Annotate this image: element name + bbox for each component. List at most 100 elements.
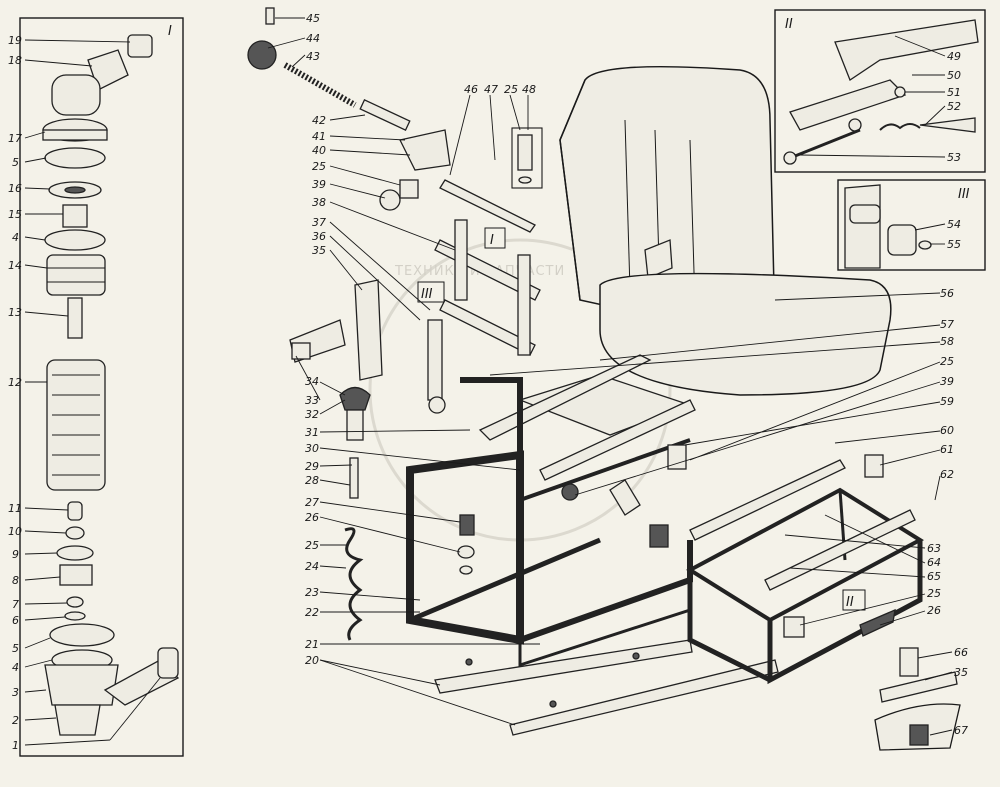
main-left-leaders bbox=[295, 355, 540, 726]
part-callout-25: 25 bbox=[940, 355, 954, 368]
inset-III-leaders bbox=[914, 223, 946, 245]
part-callout-49: 49 bbox=[947, 50, 961, 63]
inset-II-callouts: 49 50 51 52 53 bbox=[947, 50, 961, 164]
part-callout-36: 36 bbox=[312, 230, 326, 243]
roman-view-label: I bbox=[490, 233, 494, 248]
part-callout-33: 33 bbox=[305, 394, 319, 407]
part-callout-16: 16 bbox=[8, 182, 22, 195]
inset-II-frame: II bbox=[774, 9, 986, 173]
part-callout-40: 40 bbox=[312, 144, 326, 157]
part-callout-46: 46 bbox=[464, 83, 478, 96]
inset-III-label: III bbox=[958, 187, 970, 202]
part-callout-35: 35 bbox=[954, 666, 968, 679]
seat-backrest bbox=[559, 65, 776, 336]
part-callout-19: 19 bbox=[8, 34, 22, 47]
part-callout-1: 1 bbox=[12, 739, 19, 752]
seat-cushion bbox=[599, 272, 892, 396]
inset-I-label: I bbox=[168, 24, 172, 39]
part-callout-57: 57 bbox=[940, 318, 954, 331]
part-callout-61: 61 bbox=[940, 443, 954, 456]
part-callout-51: 51 bbox=[947, 86, 961, 99]
upper-guide-rails bbox=[434, 127, 543, 356]
part-callout-13: 13 bbox=[8, 306, 22, 319]
part-callout-66: 66 bbox=[954, 646, 968, 659]
part-callout-25: 25 bbox=[305, 539, 319, 552]
inset-III-callouts: 54 55 bbox=[947, 218, 961, 251]
part-callout-67: 67 bbox=[954, 724, 968, 737]
part-callout-48: 48 bbox=[522, 83, 536, 96]
part-callout-56: 56 bbox=[940, 287, 954, 300]
part-callout-38: 38 bbox=[312, 196, 326, 209]
part-callout-17: 17 bbox=[8, 132, 22, 145]
part-callout-22: 22 bbox=[305, 606, 319, 619]
part-callout-3: 3 bbox=[12, 686, 19, 699]
part-callout-14: 14 bbox=[8, 259, 22, 272]
inline-roman-labels: I III II bbox=[417, 227, 866, 611]
roman-view-label: II bbox=[846, 595, 854, 610]
part-callout-26: 26 bbox=[927, 604, 941, 617]
part-callout-4: 4 bbox=[12, 661, 19, 674]
part-callout-27: 27 bbox=[305, 496, 319, 509]
part-callout-30: 30 bbox=[305, 442, 319, 455]
part-callout-32: 32 bbox=[305, 408, 319, 421]
inset-II-label: II bbox=[785, 17, 793, 32]
part-callout-45: 45 bbox=[306, 12, 320, 25]
part-callout-41: 41 bbox=[312, 130, 326, 143]
inset-III-frame: III bbox=[837, 179, 986, 271]
part-callout-28: 28 bbox=[305, 474, 319, 487]
part-callout-35: 35 bbox=[312, 244, 326, 257]
part-callout-64: 64 bbox=[927, 556, 941, 569]
part-callout-62: 62 bbox=[940, 468, 954, 481]
part-callout-63: 63 bbox=[927, 542, 941, 555]
part-callout-20: 20 bbox=[305, 654, 319, 667]
part-callout-5: 5 bbox=[12, 156, 19, 169]
main-top-callouts: 45 44 43 42 41 40 25 39 38 37 36 35 46 4… bbox=[306, 12, 536, 257]
part-callout-39: 39 bbox=[940, 375, 954, 388]
part-callout-15: 15 bbox=[8, 208, 22, 221]
part-callout-23: 23 bbox=[305, 586, 319, 599]
part-callout-9: 9 bbox=[12, 548, 19, 561]
right-leaders bbox=[489, 292, 953, 736]
part-callout-24: 24 bbox=[305, 560, 319, 573]
part-callout-12: 12 bbox=[8, 376, 22, 389]
right-lower-frame bbox=[667, 444, 924, 685]
floor-rails bbox=[434, 639, 779, 736]
part-callout-6: 6 bbox=[12, 614, 19, 627]
part-callout-55: 55 bbox=[947, 238, 961, 251]
swivel-joint-assembly bbox=[42, 34, 180, 736]
part-callout-25: 25 bbox=[927, 587, 941, 600]
part-callout-8: 8 bbox=[12, 574, 19, 587]
part-callout-34: 34 bbox=[305, 375, 319, 388]
part-callout-11: 11 bbox=[8, 502, 22, 515]
part-callout-21: 21 bbox=[305, 638, 319, 651]
main-top-leaders bbox=[267, 17, 529, 321]
part-callout-42: 42 bbox=[312, 114, 326, 127]
part-callout-43: 43 bbox=[306, 50, 320, 63]
slide-frame bbox=[460, 354, 696, 501]
inset-I-frame: I bbox=[19, 17, 184, 757]
part-callout-50: 50 bbox=[947, 69, 961, 82]
part-callout-44: 44 bbox=[306, 32, 320, 45]
left-column-leader-lines bbox=[24, 39, 161, 746]
part-callout-60: 60 bbox=[940, 424, 954, 437]
part-callout-2: 2 bbox=[12, 714, 19, 727]
part-callout-5: 5 bbox=[12, 642, 19, 655]
part-callout-25: 25 bbox=[312, 160, 326, 173]
part-callout-7: 7 bbox=[12, 598, 19, 611]
roman-view-label: III bbox=[421, 287, 433, 302]
part-callout-4: 4 bbox=[12, 231, 19, 244]
right-callouts: 56 57 58 25 39 59 60 61 62 63 64 65 25 2… bbox=[927, 287, 968, 737]
bracket-and-bolt bbox=[289, 279, 446, 441]
main-left-callouts: 34 33 32 31 30 29 28 27 26 25 24 23 22 2… bbox=[305, 375, 319, 667]
part-callout-31: 31 bbox=[305, 426, 319, 439]
left-column-callouts: 19 18 17 5 16 15 4 14 13 12 11 10 9 8 7 … bbox=[8, 34, 22, 752]
part-callout-47: 47 bbox=[484, 83, 498, 96]
part-callout-53: 53 bbox=[947, 151, 961, 164]
part-callout-58: 58 bbox=[940, 335, 954, 348]
part-callout-37: 37 bbox=[312, 216, 326, 229]
part-callout-29: 29 bbox=[305, 460, 319, 473]
bottom-right-parts bbox=[874, 647, 961, 751]
part-callout-25: 25 bbox=[504, 83, 518, 96]
